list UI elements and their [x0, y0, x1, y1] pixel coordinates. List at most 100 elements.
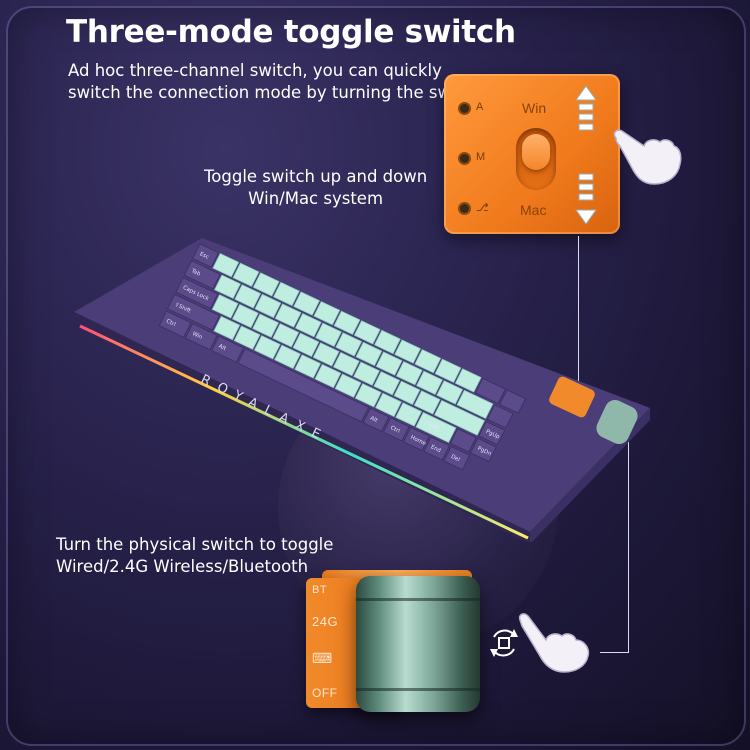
dial-band — [356, 598, 480, 601]
keycap[interactable] — [413, 390, 441, 415]
keycap[interactable] — [382, 417, 410, 442]
keycap[interactable] — [414, 349, 442, 374]
keycap-label: PgUp — [485, 429, 501, 441]
keycap[interactable] — [183, 260, 221, 290]
keycap[interactable] — [233, 325, 261, 350]
connector-line — [628, 440, 629, 652]
keycap[interactable] — [211, 335, 244, 363]
keycap[interactable] — [272, 323, 300, 348]
keycap[interactable] — [312, 342, 340, 367]
keycap[interactable] — [433, 399, 485, 436]
keycap[interactable] — [273, 281, 300, 307]
keycap[interactable] — [478, 421, 506, 446]
keycap-label: Esc — [199, 251, 210, 260]
keycap-label: PgDn — [476, 446, 492, 458]
pointing-hand-icon — [610, 120, 684, 188]
keycap[interactable] — [314, 363, 342, 389]
keycap[interactable] — [423, 436, 450, 461]
keycap[interactable] — [393, 380, 421, 405]
keycap[interactable] — [434, 358, 462, 383]
keycap[interactable] — [415, 411, 457, 443]
pointing-hand-icon — [516, 610, 596, 674]
led-indicator-a — [460, 104, 469, 113]
keycap[interactable] — [234, 284, 262, 309]
keycap[interactable] — [184, 323, 218, 351]
keycaps — [158, 243, 526, 471]
keycap[interactable] — [253, 335, 281, 360]
description-line-1: Ad hoc three-channel switch, you can qui… — [68, 61, 442, 80]
led-label-battery: ⎇ — [476, 202, 489, 214]
keycap[interactable] — [456, 389, 494, 419]
keycap[interactable] — [232, 262, 260, 287]
led-indicator-battery — [460, 204, 469, 213]
keycap-label: Del — [450, 454, 461, 464]
keycap[interactable] — [213, 315, 241, 341]
keycap[interactable] — [294, 313, 322, 338]
keycap[interactable] — [334, 373, 362, 398]
keycap[interactable] — [486, 404, 514, 429]
keycap[interactable] — [416, 370, 443, 395]
keycap[interactable] — [231, 303, 259, 329]
keycap[interactable] — [375, 351, 403, 376]
keycap-label: Ctrl — [389, 425, 401, 435]
keycap[interactable] — [374, 329, 401, 355]
keycap[interactable] — [175, 277, 219, 309]
connection-dial-cylinder[interactable] — [356, 576, 480, 712]
keycap[interactable] — [274, 303, 302, 328]
win-mac-switch-panel: A M ⎇ Win Mac — [444, 74, 620, 234]
keycap[interactable] — [332, 351, 360, 377]
keycap[interactable] — [403, 426, 430, 452]
dial-band — [356, 688, 480, 691]
keycap[interactable] — [499, 389, 526, 414]
mode-callout-line-2: Win/Mac system — [248, 189, 384, 208]
connector-line — [600, 652, 629, 653]
keycap[interactable] — [274, 344, 301, 369]
keycap[interactable] — [335, 332, 363, 357]
win-mac-slide-switch[interactable] — [516, 128, 556, 190]
keycap[interactable] — [475, 377, 506, 404]
keycap[interactable] — [315, 322, 342, 347]
page-title: Three-mode toggle switch — [66, 14, 516, 50]
keycap[interactable] — [470, 437, 497, 463]
keycap[interactable] — [158, 310, 192, 338]
keycap[interactable] — [293, 291, 320, 316]
keycap[interactable] — [252, 272, 280, 297]
keycap[interactable] — [362, 407, 390, 432]
keycap[interactable] — [355, 341, 383, 367]
keycap[interactable] — [353, 320, 381, 345]
keycap[interactable] — [375, 392, 402, 417]
side-connection-dial[interactable] — [593, 397, 641, 448]
keycap[interactable] — [454, 368, 482, 393]
keycap[interactable] — [353, 361, 380, 386]
keycap[interactable] — [313, 301, 341, 326]
connection-callout: Turn the physical switch to toggle Wired… — [56, 534, 333, 578]
keycap[interactable] — [394, 339, 421, 364]
keycap[interactable] — [449, 428, 477, 453]
arrow-down-icon — [574, 170, 598, 226]
keycap[interactable] — [395, 402, 423, 427]
keycap[interactable] — [214, 274, 241, 299]
keycap[interactable] — [212, 253, 240, 278]
slide-switch-knob[interactable] — [522, 134, 550, 170]
keycap[interactable] — [436, 380, 464, 405]
keycap[interactable] — [333, 310, 361, 335]
side-mode-switch[interactable] — [548, 375, 597, 419]
dial-label-off: OFF — [312, 686, 338, 700]
feature-description: Ad hoc three-channel switch, you can qui… — [68, 60, 487, 104]
keycap[interactable] — [443, 446, 471, 471]
connection-callout-line-2: Wired/2.4G Wireless/Bluetooth — [56, 557, 309, 576]
keycap[interactable] — [254, 293, 282, 319]
keycap[interactable] — [237, 348, 370, 423]
keycap[interactable] — [167, 293, 221, 331]
keycap[interactable] — [395, 361, 423, 386]
keycap-label: Ctrl — [165, 319, 177, 329]
rounded-frame — [6, 6, 746, 746]
keycap[interactable] — [294, 354, 322, 379]
keycap[interactable] — [373, 371, 401, 396]
keycap[interactable] — [292, 332, 320, 357]
keycap[interactable] — [252, 313, 279, 338]
keycap[interactable] — [192, 243, 219, 268]
keycap[interactable] — [211, 294, 239, 319]
keycap[interactable] — [354, 383, 382, 408]
